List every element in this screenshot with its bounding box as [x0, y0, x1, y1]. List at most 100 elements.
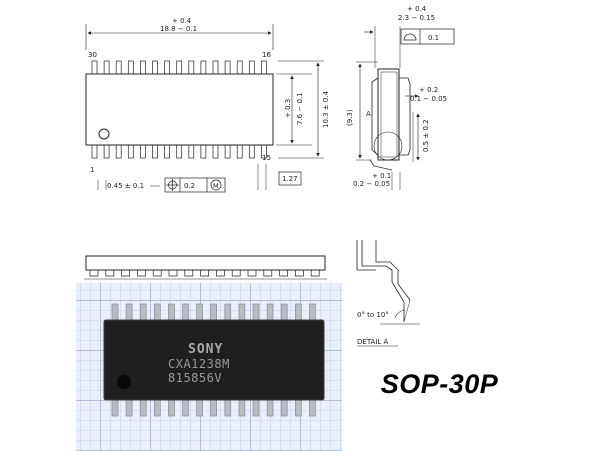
- bottom-pin: [115, 144, 122, 159]
- position-modifier-text: M: [213, 182, 219, 190]
- top-pin: [236, 60, 243, 75]
- chip-photo-pin: [111, 303, 119, 322]
- body-width-dimension-text: 7.6 − 0.1: [296, 92, 304, 125]
- front-pin: [184, 270, 194, 277]
- bottom-pin: [236, 144, 243, 159]
- flatness-tolerance-text: 0.1: [428, 34, 439, 42]
- front-pin: [168, 270, 178, 277]
- front-pin: [105, 270, 115, 277]
- body-width-tolerance-text: + 0.3: [284, 99, 292, 118]
- front-pin: [200, 270, 209, 277]
- front-pin: [263, 270, 273, 277]
- top-pin: [212, 60, 219, 75]
- bottom-pin: [152, 144, 158, 159]
- top-pin: [103, 60, 110, 75]
- chip-photo-pin: [238, 398, 246, 417]
- total-width-dimension-text: 10.3 ± 0.4: [322, 90, 330, 128]
- top-pins: [91, 60, 267, 75]
- overall-height-text: (9.3): [346, 109, 354, 126]
- chip-photo-pin: [294, 303, 302, 322]
- top-pin: [248, 60, 255, 75]
- pitch-box: [278, 171, 302, 186]
- chip-photo-pin: [280, 398, 288, 417]
- front-view: [84, 255, 327, 280]
- chip-photo-pin: [125, 303, 133, 322]
- chip-photo-pin: [154, 398, 161, 417]
- top-pin: [115, 60, 122, 75]
- detail-marker-text: A: [366, 110, 371, 118]
- bottom-pin: [200, 144, 207, 159]
- pitch-dimension-text: 1.27: [282, 175, 298, 183]
- bottom-pins: [91, 144, 267, 159]
- pin-1-label: 1: [90, 166, 94, 174]
- chip-photo-pin: [266, 303, 274, 322]
- top-pin: [176, 60, 183, 75]
- top-pin: [91, 60, 98, 75]
- front-pin: [279, 270, 288, 277]
- chip-part-text: CXA1238M: [168, 357, 230, 371]
- standoff-tolerance-text: + 0.2: [419, 86, 438, 94]
- chip-photo-pin: [309, 303, 316, 322]
- chip-photo-pin: [252, 398, 260, 417]
- pin-30-label: 30: [88, 51, 97, 59]
- flatness-frame: 0.1: [400, 28, 455, 45]
- front-pin: [295, 270, 304, 277]
- bottom-pin: [188, 144, 195, 159]
- top-pin: [140, 60, 146, 75]
- top-pin: [188, 60, 195, 75]
- chip-photo-pin: [238, 303, 246, 322]
- chip-pin1-dimple: [117, 375, 131, 389]
- bottom-pin: [164, 144, 170, 159]
- chip-photo-pin: [309, 398, 316, 417]
- chip-photo-pin: [111, 398, 119, 417]
- length-dimension-text: 18.8 − 0.1: [160, 25, 197, 33]
- front-pin: [216, 270, 225, 277]
- chip-body: [104, 320, 324, 400]
- chip-photo-bottom-pins: [111, 398, 316, 417]
- chip-photo-pin: [182, 398, 189, 417]
- front-pin: [121, 270, 130, 277]
- chip-photo-pin: [224, 303, 232, 322]
- detail-a: 0° to 10° DETAIL A: [356, 240, 420, 347]
- front-pin: [89, 270, 99, 277]
- top-pin: [200, 60, 207, 75]
- height-dimension-text: 2.3 − 0.15: [398, 14, 435, 22]
- bottom-pin: [176, 144, 183, 159]
- front-pin: [231, 270, 241, 277]
- chip-photo-pin: [182, 303, 189, 322]
- chip-photo-pin: [294, 398, 302, 417]
- profile-icon: [403, 33, 417, 41]
- front-pin: [310, 270, 320, 277]
- length-tolerance-text: + 0.4: [172, 17, 192, 25]
- chip-photo-pin: [196, 398, 203, 417]
- thickness-dimension-text: 0.2 − 0.05: [353, 180, 390, 188]
- height-tolerance-text: + 0.4: [407, 5, 427, 13]
- standoff-dimension-text: 0.1 − 0.05: [410, 95, 447, 103]
- chip-photo-pin: [139, 398, 147, 417]
- pin-15-label: 15: [262, 154, 271, 162]
- bottom-pin: [127, 144, 134, 159]
- package-body-top-view: [85, 73, 274, 146]
- chip-brand-text: SONY: [188, 342, 223, 357]
- chip-photo-pin: [154, 303, 161, 322]
- bottom-pin: [212, 144, 219, 159]
- detail-circle: [373, 131, 403, 161]
- position-tolerance-frame: 0.2 M: [164, 177, 226, 193]
- chip-lot-text: 815856V: [168, 371, 222, 385]
- bottom-pin: [140, 144, 146, 159]
- pin-16-label: 16: [262, 51, 271, 59]
- chip-photo-pin: [280, 303, 288, 322]
- lead-angle-text: 0° to 10°: [357, 311, 389, 319]
- bottom-pin: [91, 144, 98, 159]
- side-view: + 0.4 2.3 − 0.15 0.1 (9.3) A + 0.2 0.1 −…: [346, 5, 455, 190]
- chip-photo-pin: [210, 398, 217, 417]
- thickness-tolerance-text: + 0.1: [372, 172, 391, 180]
- top-pin: [164, 60, 170, 75]
- bottom-pin: [103, 144, 110, 159]
- front-pin: [247, 270, 257, 277]
- package-name-label: SOP-30P: [380, 369, 499, 399]
- chip-photo-pin: [224, 398, 232, 417]
- pin1-index-mark: [98, 128, 110, 140]
- chip-photo-pin: [168, 303, 175, 322]
- detail-title-text: DETAIL A: [357, 338, 389, 346]
